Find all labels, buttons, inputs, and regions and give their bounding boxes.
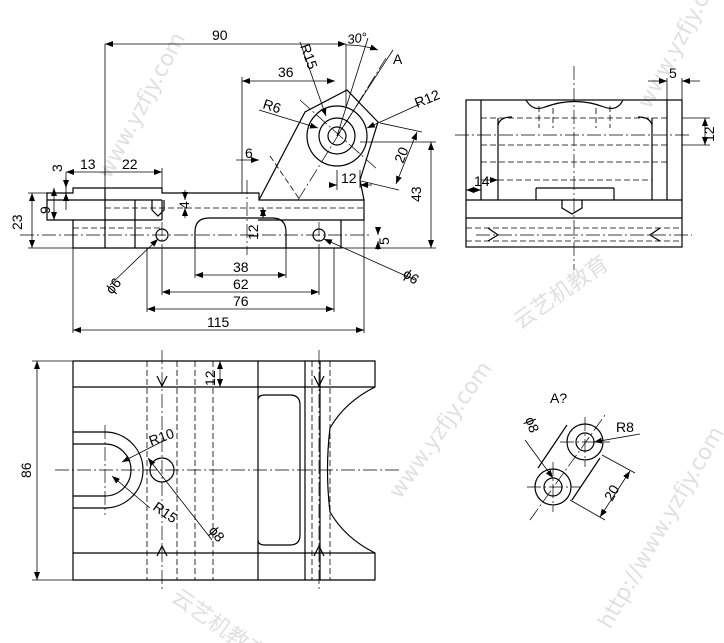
dimension-phi8: ϕ8 (206, 523, 228, 545)
dimension-5-side: 5 (669, 65, 677, 81)
dimension-20-aux: 20 (601, 482, 623, 504)
dimension-12-top: 12 (202, 370, 218, 386)
dimension-r6: R6 (261, 96, 283, 117)
watermark-text: www.yzfjy.com (633, 0, 724, 113)
aux-view-a-title: A? (550, 390, 567, 406)
dimension-view-a-label: A (393, 51, 403, 67)
dimension-12-boss: 12 (341, 170, 357, 186)
dimension-76: 76 (233, 293, 249, 309)
dimension-62: 62 (233, 276, 249, 292)
dimension-phi8-aux: ϕ8 (522, 415, 542, 435)
dimension-90: 90 (212, 27, 228, 43)
watermark-layer: www.yzfjy.com www.yzfjy.com 云艺机教育 云艺机教育 … (93, 0, 724, 643)
dimension-86: 86 (18, 462, 34, 478)
dimension-r15: R15 (297, 42, 321, 72)
dimension-115: 115 (207, 314, 230, 330)
dimension-phi6-right: ϕ6 (400, 265, 422, 287)
watermark-text: www.yzfjy.com (93, 29, 191, 183)
dimension-4: 4 (176, 201, 192, 209)
watermark-text: 云艺机教育 (167, 584, 271, 643)
dimension-6: 6 (245, 145, 253, 161)
dimension-3: 3 (49, 164, 65, 172)
dimension-36: 36 (278, 64, 294, 80)
front-view: 90 30° A R15 36 R6 R12 20 43 6 12 13 22 … (9, 27, 442, 333)
dimension-9: 9 (37, 206, 53, 214)
dimension-r12: R12 (412, 86, 442, 111)
watermark-text: http://www.yzfjy.com (594, 422, 724, 633)
aux-view-a: A? ϕ8 R8 20 (522, 390, 641, 521)
dimension-23: 23 (9, 214, 25, 230)
dimension-12-side: 12 (701, 126, 717, 142)
dimension-5: 5 (376, 237, 392, 245)
dimension-angle-30: 30° (346, 29, 368, 47)
dimension-12-slot: 12 (245, 224, 261, 240)
side-view: 5 12 14 (455, 65, 717, 270)
dimension-phi6-left: ϕ6 (102, 275, 124, 297)
watermark-text: www.yzfjy.com (384, 357, 497, 503)
dimension-38: 38 (233, 259, 249, 275)
dimension-r15-top: R15 (150, 498, 180, 526)
dimension-13: 13 (80, 156, 96, 172)
dimension-43: 43 (408, 186, 424, 202)
dimension-20: 20 (391, 144, 412, 165)
dimension-r8: R8 (616, 419, 634, 435)
watermark-text: 云艺机教育 (509, 251, 613, 335)
top-view: 86 12 R10 R15 ϕ8 (18, 350, 400, 590)
dimension-r10: R10 (147, 425, 177, 449)
dimension-14: 14 (474, 173, 490, 189)
dimension-22: 22 (122, 156, 138, 172)
